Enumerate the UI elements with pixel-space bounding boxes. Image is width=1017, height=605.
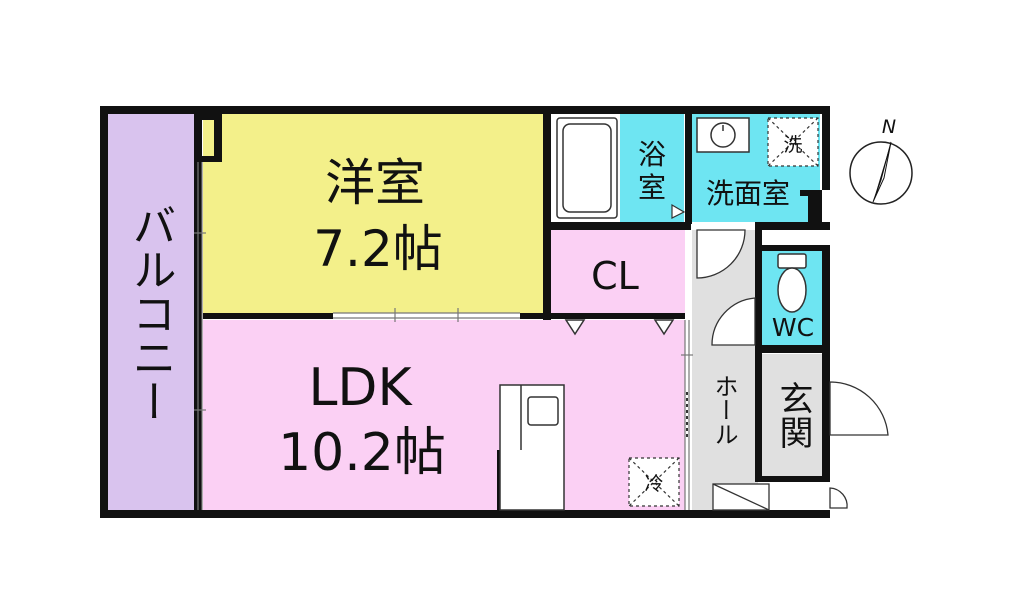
balcony-window xyxy=(194,162,206,510)
washer-mark: 洗 xyxy=(783,134,802,156)
western-room-size: 7.2帖 xyxy=(313,220,443,278)
entrance-area xyxy=(762,354,824,476)
ldk-size: 10.2帖 xyxy=(278,423,446,483)
balcony-label: バルコニー xyxy=(125,203,176,423)
closet-area xyxy=(551,230,685,314)
shoe-cabinet xyxy=(712,483,770,511)
bathroom-label-2: 室 xyxy=(638,171,666,204)
fridge-mark: 冷 xyxy=(644,473,663,495)
hall-door xyxy=(681,320,693,510)
entrance-label: 玄関 xyxy=(773,381,813,449)
wc-label: WC xyxy=(772,313,814,342)
bath-step xyxy=(671,203,686,219)
washroom-label: 洗面室 xyxy=(706,177,790,210)
compass-north-label: N xyxy=(882,116,896,138)
kitchen-counter xyxy=(499,384,565,511)
ldk-area xyxy=(203,320,685,510)
western-room-area xyxy=(203,114,543,313)
hall-label: ホール xyxy=(710,374,738,446)
sliding-door xyxy=(333,308,520,322)
wash-basin xyxy=(696,117,750,153)
fridge-space xyxy=(628,457,680,507)
toilet xyxy=(777,253,807,313)
closet-label: CL xyxy=(591,254,639,298)
closet-doors xyxy=(564,319,675,336)
bathroom-label-1: 浴 xyxy=(638,138,666,171)
ldk-label: LDK xyxy=(308,358,413,418)
bathroom-colored-area xyxy=(620,114,684,222)
washer-space xyxy=(767,117,819,167)
compass-icon xyxy=(849,141,913,205)
door-swings xyxy=(696,229,889,509)
bathtub xyxy=(556,117,618,219)
balcony-area xyxy=(108,114,194,510)
western-room-label: 洋室 xyxy=(325,154,425,212)
